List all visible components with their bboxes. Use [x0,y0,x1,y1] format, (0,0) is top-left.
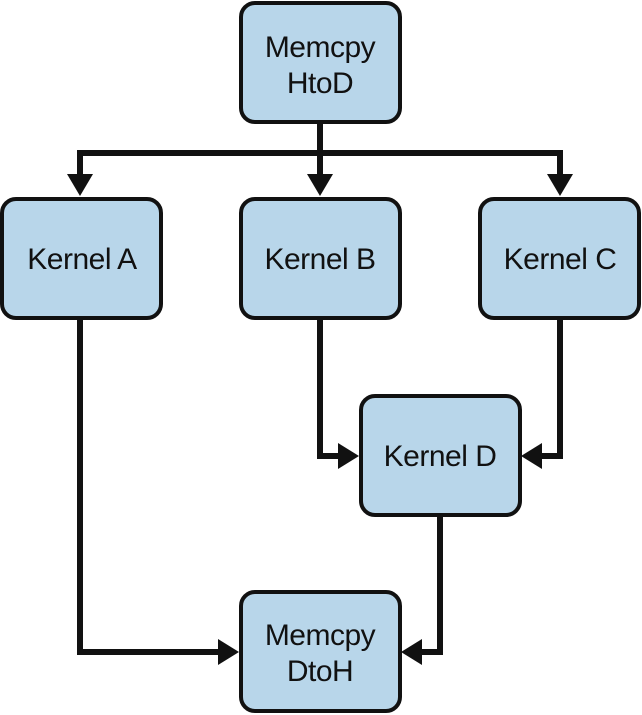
edge-kernel-d-to-dtoh [401,516,443,665]
node-memcpy-dtoh-line2: DtoH [287,655,353,688]
edge-kernel-b-to-kernel-d [317,320,359,469]
node-memcpy-dtoh-line1: Memcpy [265,619,376,652]
node-kernel-b-label: Kernel B [264,243,375,276]
node-memcpy-htod-line2: HtoD [287,67,353,100]
node-kernel-a-label: Kernel A [27,243,137,276]
node-kernel-c: Kernel C [478,197,641,320]
edge-kernel-c-to-kernel-d [521,320,563,469]
node-kernel-c-label: Kernel C [504,243,617,276]
node-kernel-d: Kernel D [359,394,522,517]
edge-htod-to-kernel-a [67,124,323,196]
edge-htod-to-kernel-c [320,150,573,196]
node-kernel-d-label: Kernel D [384,440,497,473]
node-memcpy-htod: Memcpy HtoD [239,1,402,124]
node-memcpy-dtoh: Memcpy DtoH [239,590,402,713]
node-memcpy-htod-line1: Memcpy [265,31,376,64]
edge-htod-to-kernel-b [307,124,333,196]
node-kernel-a: Kernel A [0,197,163,320]
edge-kernel-a-to-dtoh [77,320,239,665]
node-kernel-b: Kernel B [239,197,402,320]
